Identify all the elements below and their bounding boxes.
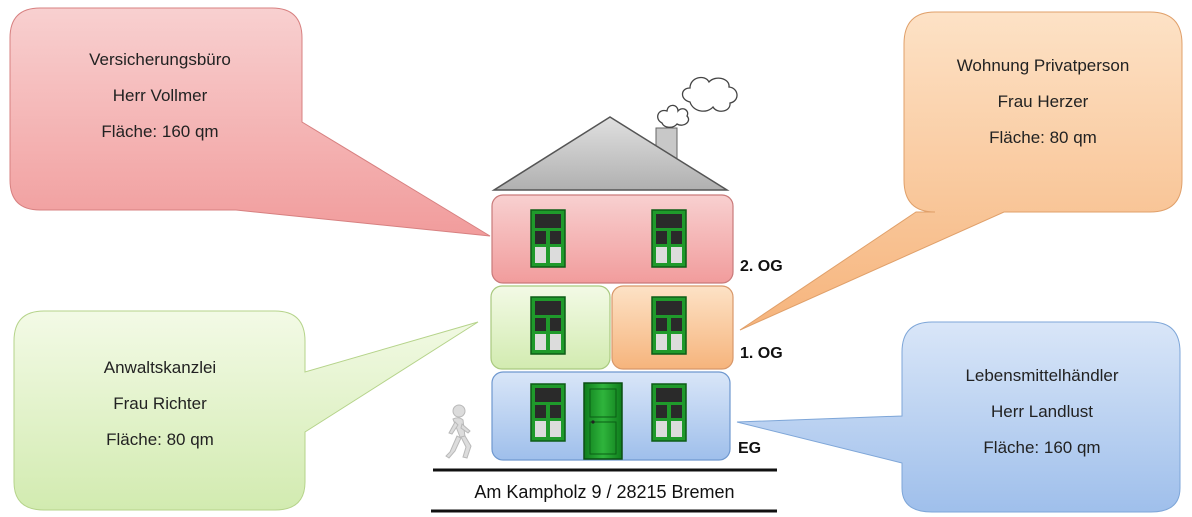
bubble-anwaltskanzlei [13,310,479,511]
walking-person-icon [445,404,472,459]
tenant-name: Versicherungsbüro [89,50,231,69]
tenant-person: Frau Herzer [997,92,1089,111]
window-icon [530,383,566,442]
smoke-cloud-icon [657,76,738,128]
tenant-top-right: Wohnung Privatperson Frau Herzer Fläche:… [904,48,1182,156]
bubble-versicherungsbuero [9,7,491,237]
tenant-top-left: Versicherungsbüro Herr Vollmer Fläche: 1… [20,42,300,150]
tenant-bottom-right: Lebensmittelhändler Herr Landlust Fläche… [904,358,1180,466]
tenant-person: Herr Vollmer [112,86,208,105]
floor-label-2og: 2. OG [740,258,783,275]
window-icon [651,296,687,355]
tenant-person: Herr Landlust [990,402,1094,421]
tenant-bottom-left: Anwaltskanzlei Frau Richter Fläche: 80 q… [20,350,300,458]
floor-2og [491,194,734,284]
tenant-person: Frau Richter [113,394,207,413]
window-icon [530,296,566,355]
window-icon [651,383,687,442]
tenant-area: Fläche: 80 qm [989,128,1097,147]
tenant-area: Fläche: 160 qm [983,438,1101,457]
roof [491,116,730,191]
floor-label-1og: 1. OG [740,345,783,362]
tenant-area: Fläche: 160 qm [101,122,219,141]
tenant-name: Lebensmittelhändler [965,366,1119,385]
tenant-area: Fläche: 80 qm [106,430,214,449]
window-icon [651,209,687,268]
bubble-lebensmittelhaendler [736,321,1181,513]
window-icon [530,209,566,268]
tenant-name: Anwaltskanzlei [103,358,217,377]
bubble-wohnung [739,11,1183,331]
floor-label-eg: EG [738,440,762,457]
address-label: Am Kampholz 9 / 28215 Bremen [474,482,735,502]
tenant-name: Wohnung Privatperson [956,56,1130,75]
door-icon [583,382,623,460]
